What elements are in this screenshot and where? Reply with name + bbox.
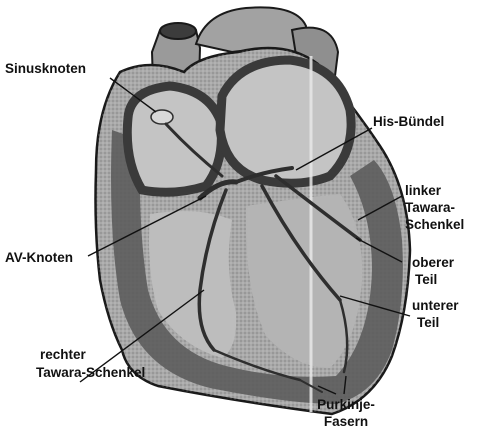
label-linker-line1: linker [405, 183, 441, 199]
label-sinusknoten: Sinusknoten [5, 61, 86, 77]
sinus-node-shape [151, 110, 173, 124]
label-linker-line3: Schenkel [405, 217, 464, 233]
label-unterer-line2: Teil [417, 315, 439, 331]
label-his-buendel: His-Bündel [373, 114, 444, 130]
label-av-knoten: AV-Knoten [5, 250, 73, 266]
vena-cava-opening [160, 23, 196, 39]
label-rechter-line1: rechter [40, 347, 86, 363]
label-linker-line2: Tawara- [405, 200, 455, 216]
label-oberer-line1: oberer [412, 255, 454, 271]
label-rechter-line2: Tawara-Schenkel [36, 365, 145, 381]
left-atrium [220, 60, 351, 183]
label-purkinje-line2: Fasern [306, 414, 386, 430]
label-unterer-line1: unterer [412, 298, 459, 314]
label-purkinje-line1: Purkinje- [306, 397, 386, 413]
label-oberer-line2: Teil [415, 272, 437, 288]
